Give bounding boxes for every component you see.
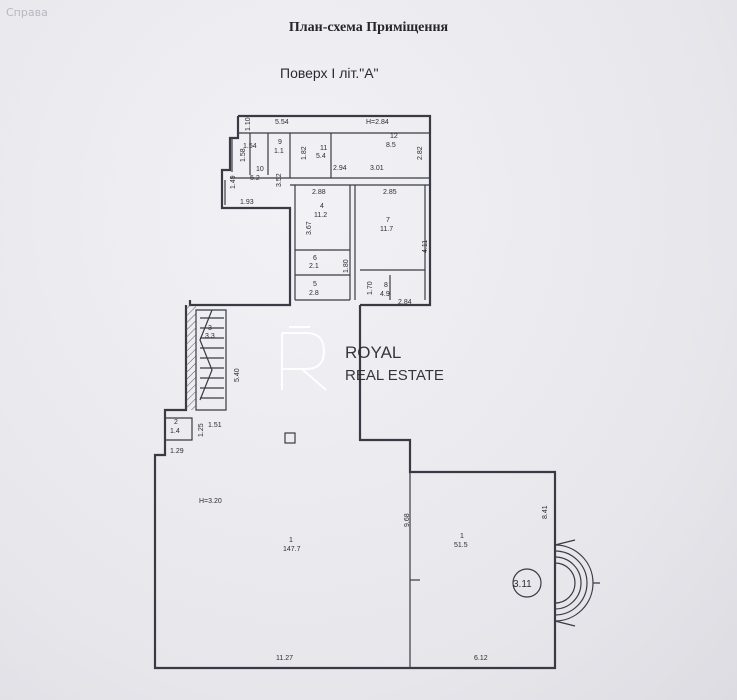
dim-1-29: 1.29	[170, 448, 184, 455]
dim-2-84: 2.84	[398, 299, 412, 306]
dim-2-88: 2.88	[312, 189, 326, 196]
dim-1-70: 1.70	[367, 281, 374, 295]
dim-1-51: 1.51	[208, 422, 222, 429]
room-5-id: 5	[313, 281, 317, 288]
room-10-id: 10	[256, 166, 264, 173]
room-2-id: 2	[174, 419, 178, 426]
watermark-line1: ROYAL	[345, 343, 401, 362]
watermark-logo: ROYAL REAL ESTATE	[281, 326, 444, 391]
dim-9-68: 9.68	[404, 513, 411, 527]
stair-walls	[153, 305, 557, 670]
dimension-labels: 1.10 5.54 H=2.84 1.54 1.58 1.82 2.94 3.0…	[170, 117, 549, 662]
dim-h284: H=2.84	[366, 119, 389, 126]
corner-mark: Справа	[6, 6, 48, 19]
dim-3-11: 3.11	[513, 579, 532, 590]
room-1b-id: 1	[460, 533, 464, 540]
dim-1-80: 1.80	[343, 259, 350, 273]
floor-label: Поверх I літ."А"	[280, 65, 379, 81]
dim-2-82: 2.82	[417, 146, 424, 160]
room-9-area: 1.1	[274, 148, 284, 155]
dim-3-52: 3.52	[276, 173, 283, 187]
room-6-area: 2.1	[309, 263, 319, 270]
dim-1-82: 1.82	[301, 146, 308, 160]
dim-1-25: 1.25	[198, 423, 205, 437]
room-1-id: 1	[289, 537, 293, 544]
dim-1-93: 1.93	[240, 199, 254, 206]
upper-block-walls	[188, 114, 432, 307]
dim-3-01: 3.01	[370, 165, 384, 172]
dim-1-49: 1.49	[230, 175, 237, 189]
room-1b-area: 51.5	[454, 542, 468, 549]
room-4-id: 4	[320, 203, 324, 210]
dim-8-41: 8.41	[542, 505, 549, 519]
dim-2-94: 2.94	[333, 165, 347, 172]
room-12-area: 8.5	[386, 142, 396, 149]
room-12-id: 12	[390, 133, 398, 140]
room-8-area: 4.9	[380, 291, 390, 298]
dim-h320: H=3.20	[199, 498, 222, 505]
dim-1-10: 1.10	[245, 117, 252, 131]
room-6-id: 6	[313, 255, 317, 262]
dim-2-85: 2.85	[383, 189, 397, 196]
room-1-area: 147.7	[283, 546, 301, 553]
room-7-area: 11.7	[380, 226, 393, 233]
room-labels: 1 147.7 1 51.5 2 1.4 3 3.3 4 11.2 5 2.8 …	[170, 133, 468, 553]
room-3-id: 3	[208, 325, 212, 332]
room-8-id: 8	[384, 282, 388, 289]
room-11-area: 5.4	[316, 153, 326, 160]
room-4-area: 11.2	[314, 212, 327, 219]
entrance-steps	[512, 539, 600, 627]
room-7-id: 7	[386, 217, 390, 224]
room-3-area: 3.3	[205, 333, 215, 340]
dim-4-11: 4.11	[422, 240, 429, 253]
dim-3-67: 3.67	[306, 221, 313, 235]
dim-1-54: 1.54	[243, 143, 257, 150]
dim-5-54: 5.54	[275, 119, 289, 126]
room-10-area: 5.2	[250, 175, 260, 182]
room-5-area: 2.8	[309, 290, 319, 297]
dim-11-27: 11.27	[276, 655, 293, 662]
room-9-id: 9	[278, 139, 282, 146]
dim-1-58: 1.58	[240, 148, 247, 162]
plan-title: План-схема Приміщення	[288, 20, 449, 35]
dim-6-12: 6.12	[474, 655, 488, 662]
room-2-area: 1.4	[170, 428, 180, 435]
room-11-id: 11	[320, 145, 327, 152]
watermark-line2: REAL ESTATE	[345, 367, 444, 384]
dim-5-40: 5.40	[234, 368, 241, 382]
